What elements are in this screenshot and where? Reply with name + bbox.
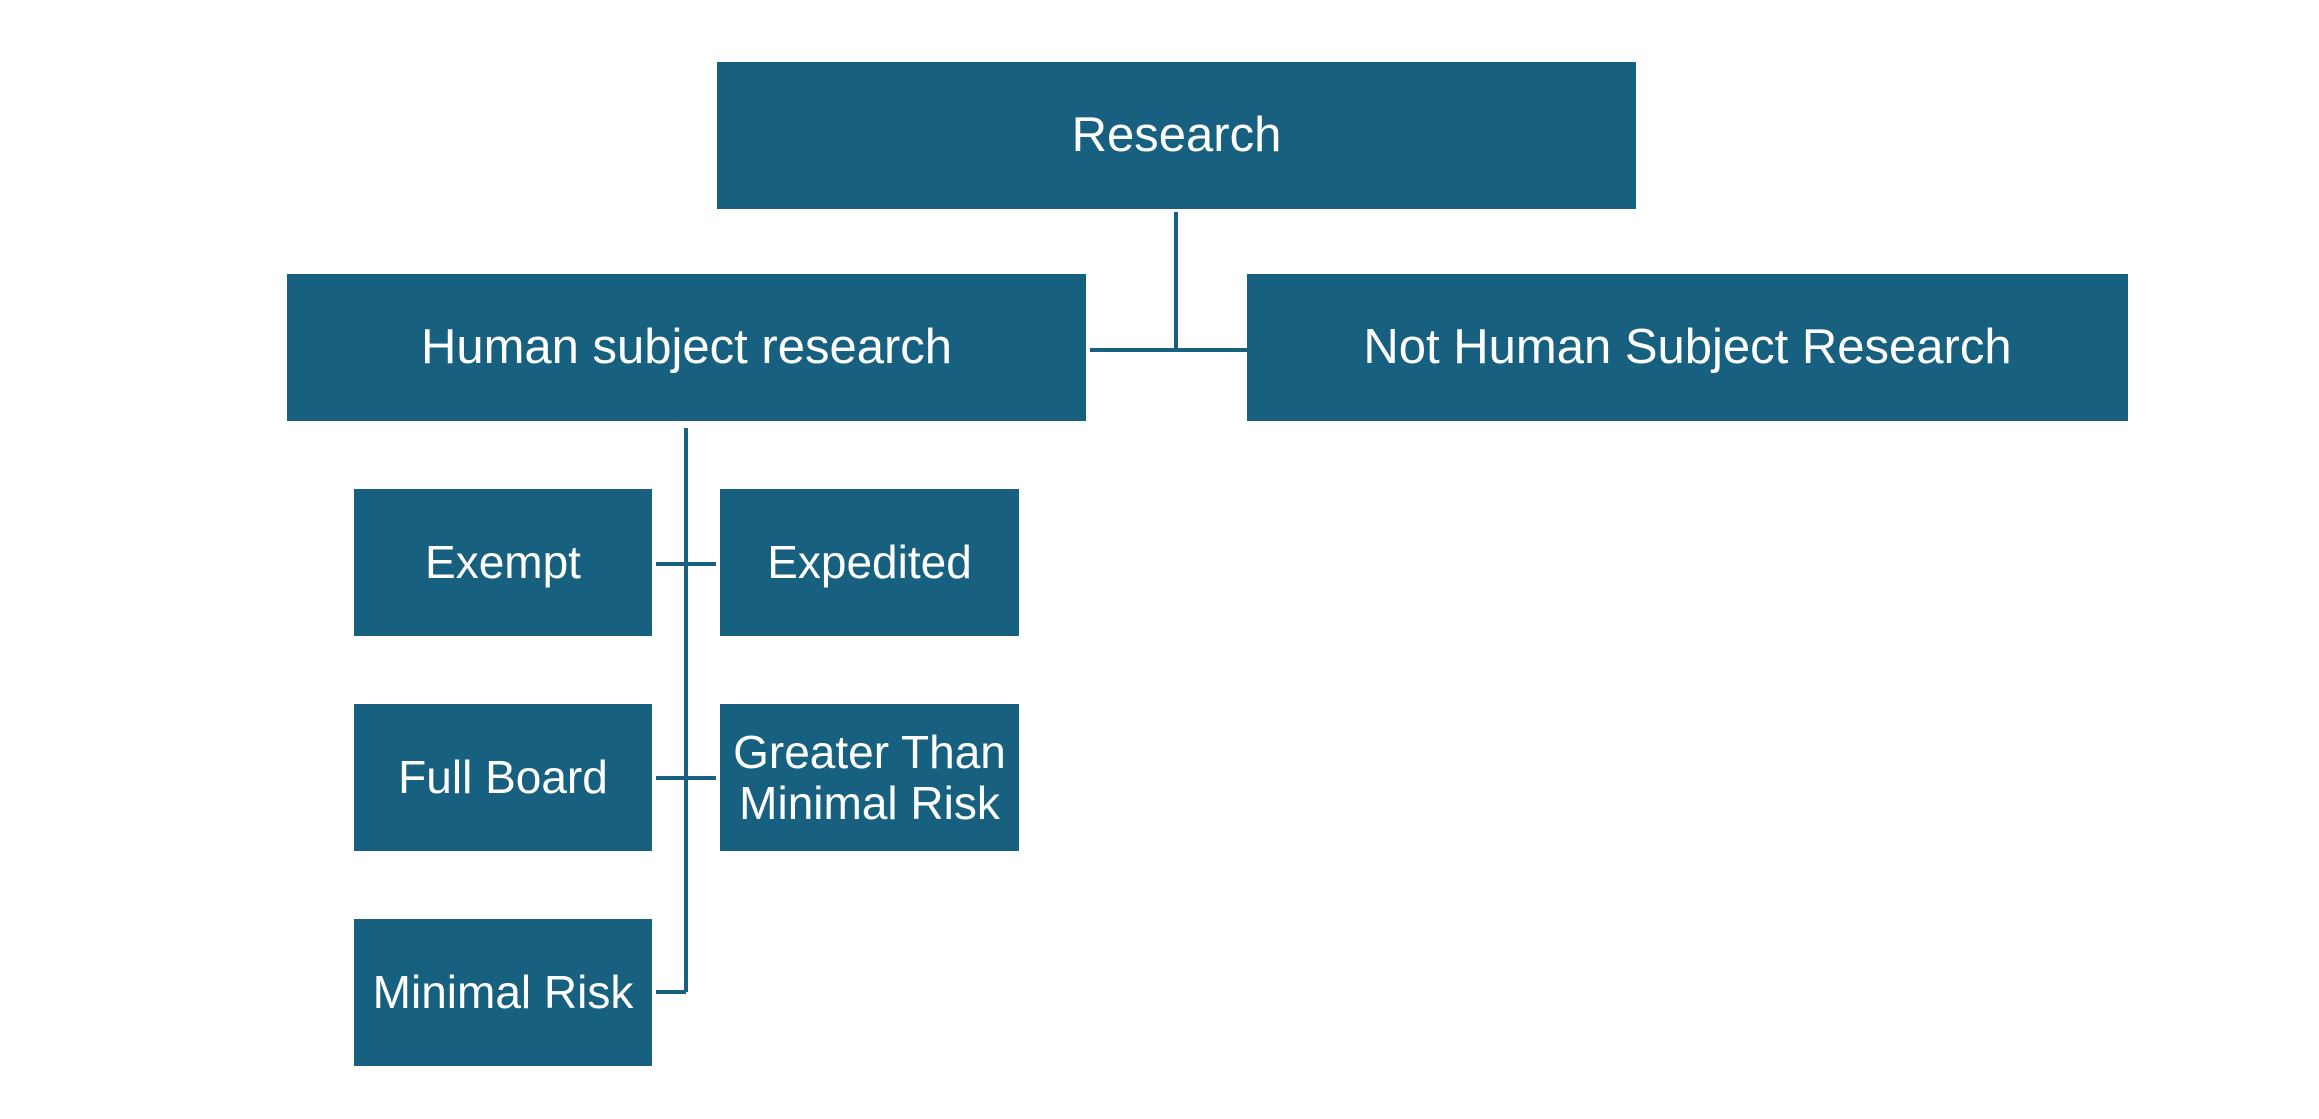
node-full-board-label: Full Board bbox=[398, 751, 608, 804]
node-not-human-subject-research-label: Not Human Subject Research bbox=[1363, 319, 2012, 374]
node-expedited-label: Expedited bbox=[767, 536, 972, 589]
node-not-human-subject-research: Not Human Subject Research bbox=[1247, 274, 2128, 421]
node-greater-than-minimal-risk: Greater Than Minimal Risk bbox=[720, 704, 1019, 851]
node-research: Research bbox=[717, 62, 1636, 209]
node-research-label: Research bbox=[1071, 107, 1282, 162]
node-exempt-label: Exempt bbox=[425, 536, 581, 589]
node-full-board: Full Board bbox=[354, 704, 652, 851]
node-exempt: Exempt bbox=[354, 489, 652, 636]
node-expedited: Expedited bbox=[720, 489, 1019, 636]
node-greater-than-minimal-risk-label: Greater Than Minimal Risk bbox=[733, 725, 1006, 829]
node-human-subject-research: Human subject research bbox=[287, 274, 1086, 421]
node-minimal-risk-label: Minimal Risk bbox=[372, 966, 634, 1019]
node-minimal-risk: Minimal Risk bbox=[354, 919, 652, 1066]
node-human-subject-research-label: Human subject research bbox=[420, 319, 953, 374]
